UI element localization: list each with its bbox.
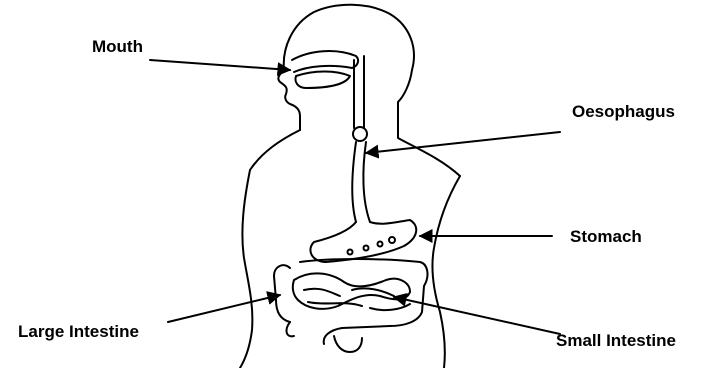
rectum — [334, 336, 362, 352]
mouth-label: Mouth — [92, 38, 143, 55]
oesophagus-arrow — [366, 132, 560, 153]
oesophagus-label: Oesophagus — [572, 103, 675, 120]
mouth-arrow — [150, 60, 290, 70]
oesophagus-lower — [352, 142, 370, 222]
left-shoulder — [250, 130, 300, 170]
left-torso — [240, 170, 252, 368]
face-profile — [278, 70, 300, 130]
large-intestine-organ — [274, 259, 427, 344]
large-intestine-arrow — [168, 295, 280, 322]
tongue — [295, 72, 350, 89]
small-intestine-label: Small Intestine — [556, 332, 676, 349]
oesophagus-bulb — [353, 127, 367, 141]
small-intestine-organ — [293, 273, 410, 310]
large-intestine-label: Large Intestine — [18, 323, 139, 340]
head-outline — [284, 5, 460, 176]
stomach-label: Stomach — [570, 228, 642, 245]
mouth-cavity — [292, 51, 358, 72]
stomach-organ — [310, 220, 416, 262]
right-torso — [432, 176, 460, 368]
